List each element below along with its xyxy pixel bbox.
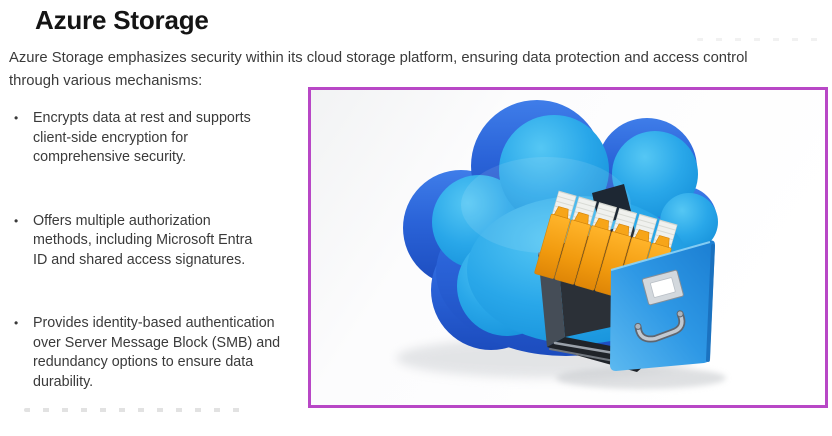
cropped-text-remnant bbox=[24, 408, 242, 412]
label-plate bbox=[641, 269, 684, 306]
bullet-text: Offers multiple authorization methods, i… bbox=[33, 212, 253, 268]
drawer-front bbox=[610, 240, 715, 371]
folder bbox=[574, 202, 617, 291]
bullet-text: Provides identity-based authentication o… bbox=[33, 315, 281, 390]
bullet-dot: • bbox=[14, 111, 19, 125]
bullet-dot: • bbox=[14, 316, 19, 330]
bullet-dot: • bbox=[14, 213, 19, 228]
intro-text: Azure Storage emphasizes security within… bbox=[9, 50, 748, 89]
folder bbox=[594, 207, 638, 297]
bullet-list: • Encrypts data at rest and supports cli… bbox=[14, 109, 344, 436]
folder bbox=[534, 190, 577, 279]
illustration-frame bbox=[308, 87, 828, 408]
list-item: • Provides identity-based authentication… bbox=[14, 314, 344, 392]
drawer-handle bbox=[634, 310, 686, 343]
list-item: • Offers multiple authorization methods,… bbox=[14, 212, 344, 271]
slide: Azure Storage Azure Storage emphasizes s… bbox=[9, 5, 829, 412]
list-item: • Encrypts data at rest and supports cli… bbox=[14, 109, 344, 168]
folder bbox=[554, 196, 597, 285]
cloud-file-cabinet-illustration bbox=[311, 90, 825, 405]
cropped-text-remnant bbox=[697, 38, 829, 41]
bullet-text: Encrypts data at rest and supports clien… bbox=[33, 110, 251, 165]
page-title: Azure Storage bbox=[35, 5, 209, 35]
